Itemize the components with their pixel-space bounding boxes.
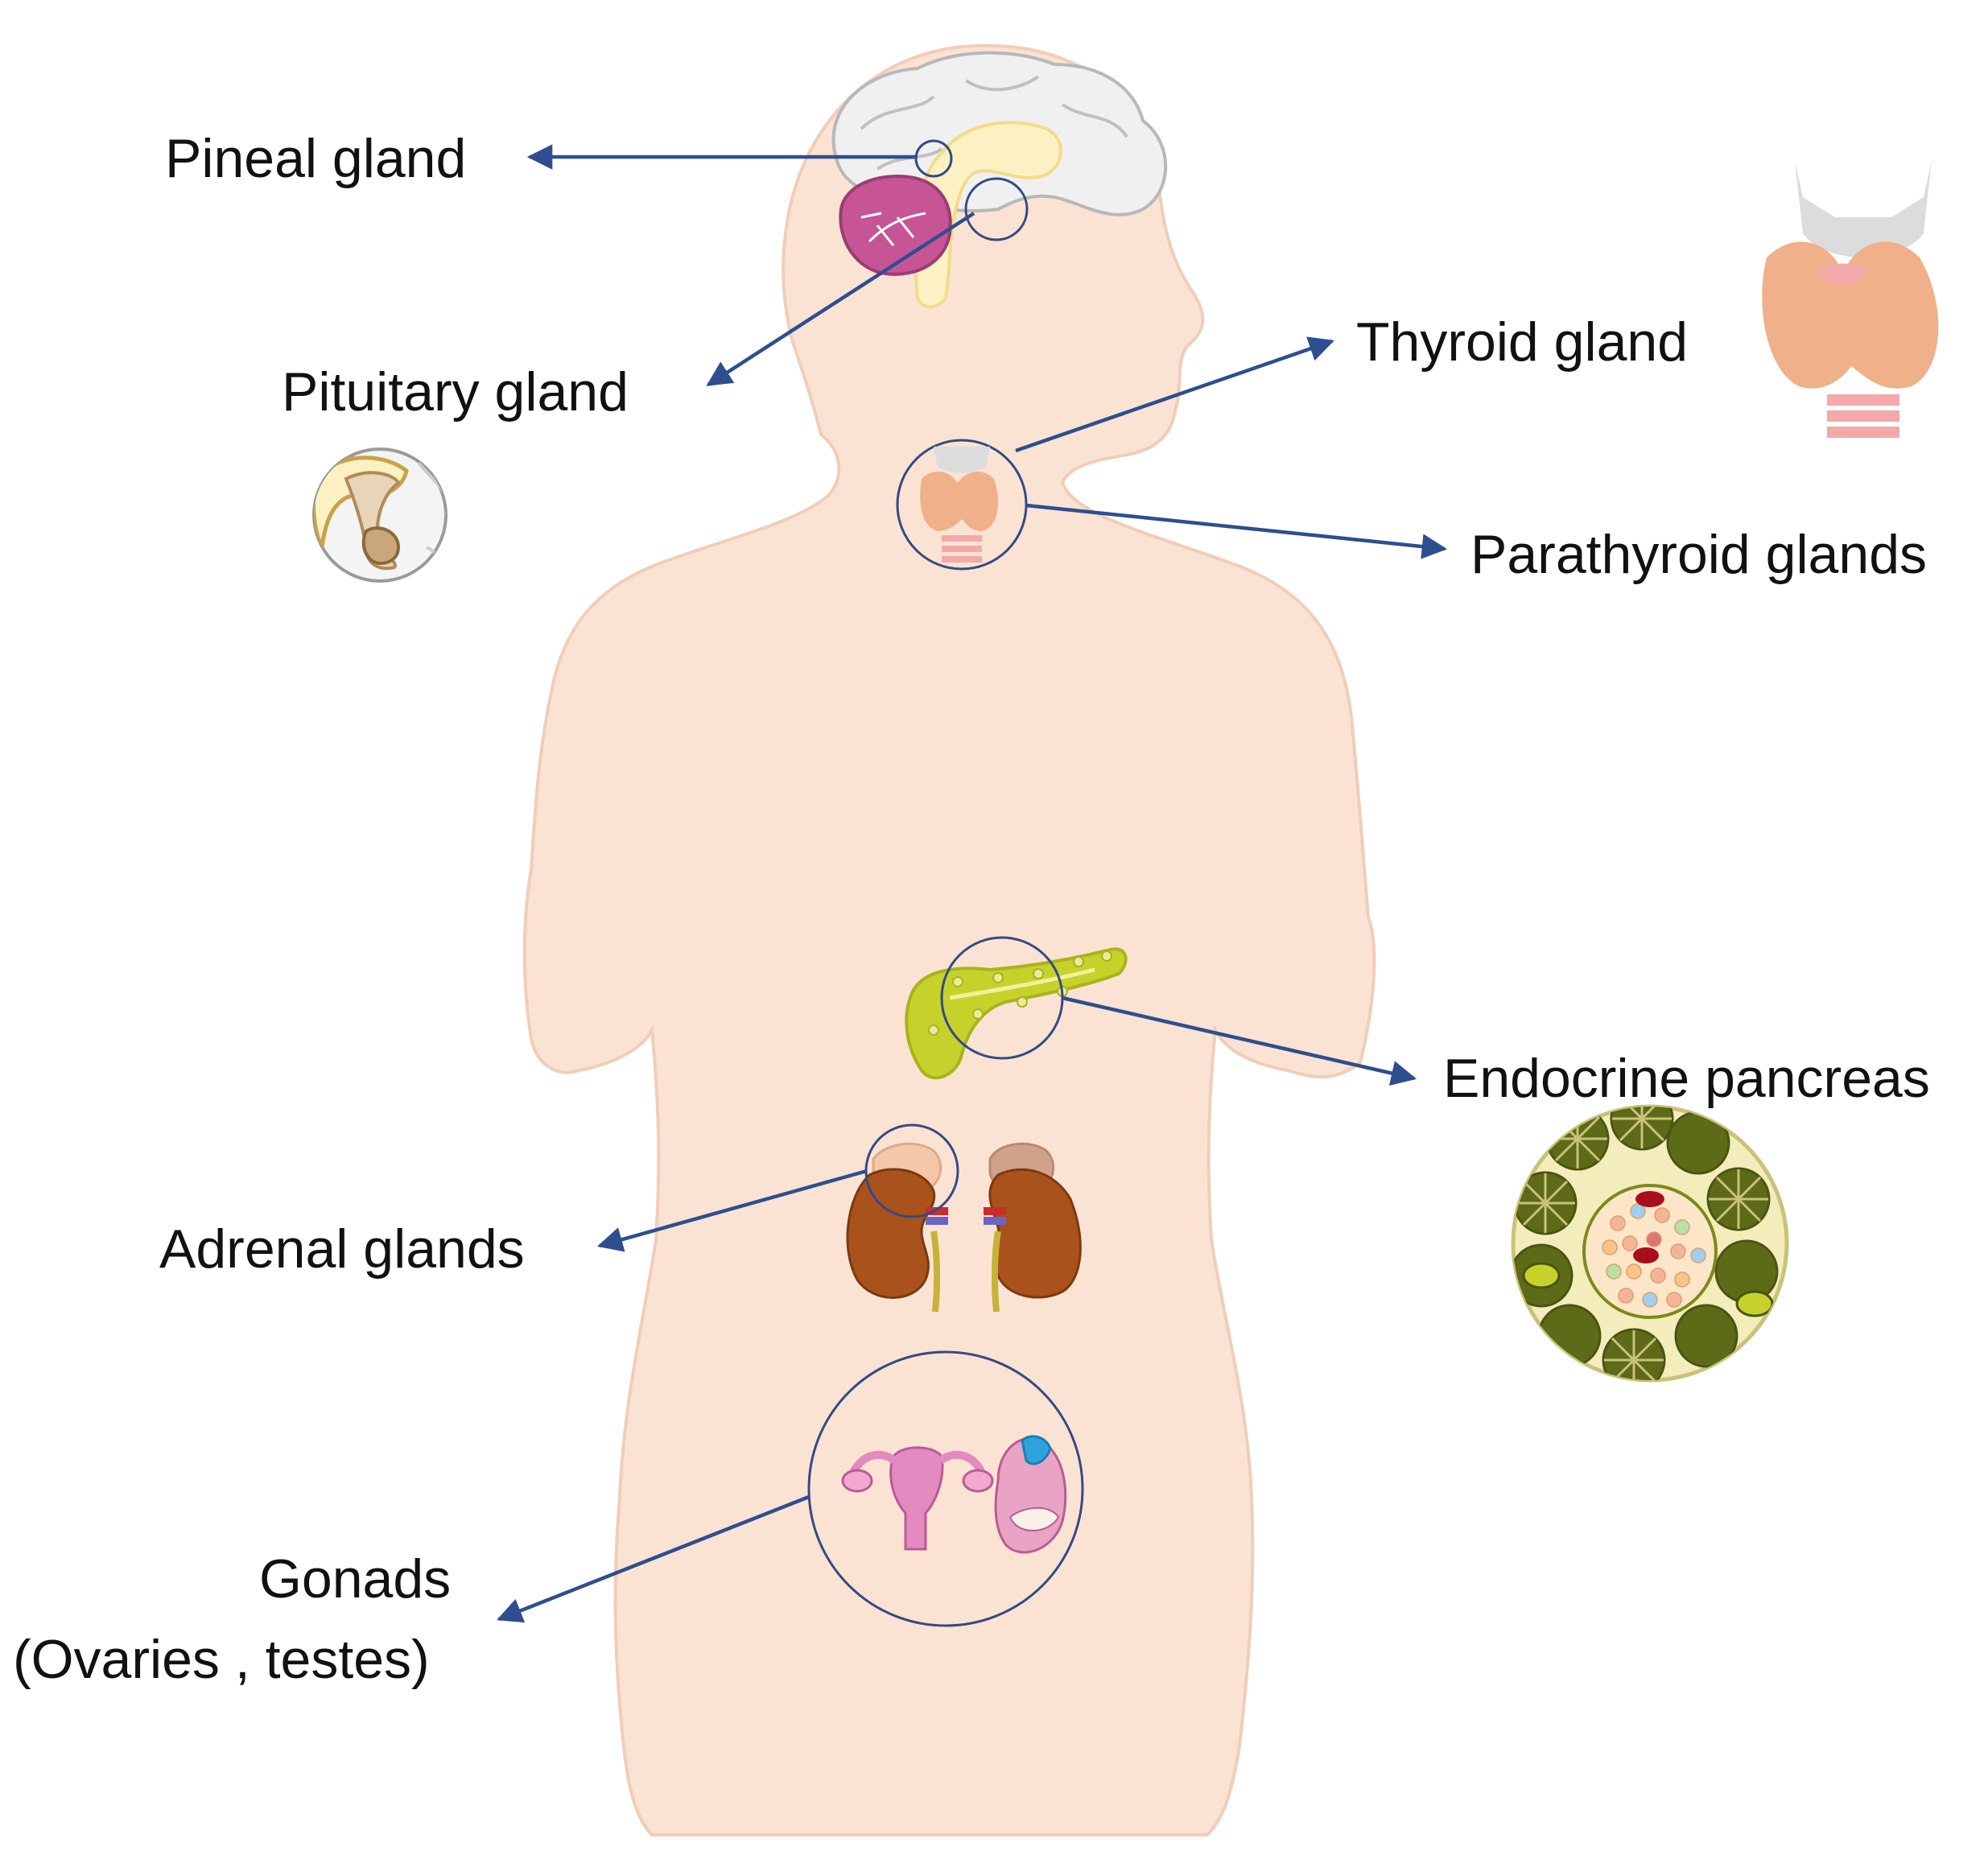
- pineal-gland-label: Pineal gland: [165, 128, 466, 189]
- left-kidney-shape: [846, 1168, 936, 1299]
- cerebellum-branches: [860, 212, 926, 246]
- arrows: [497, 144, 1448, 1623]
- islet-detail-illustration: [1511, 1104, 1789, 1383]
- pancreas-illustration: [905, 936, 1128, 1080]
- thyroid-arrow: [1015, 336, 1334, 453]
- gonads-arrow: [497, 1494, 810, 1623]
- gonads-sublabel: (Ovaries , testes): [13, 1629, 430, 1690]
- thyroid-circle[interactable]: [896, 439, 1028, 571]
- kidneys-illustration: [846, 1123, 1082, 1313]
- gonads-illustration: [807, 1350, 1084, 1627]
- pituitary-gland-circle[interactable]: [964, 177, 1029, 241]
- right-kidney-shape: [988, 1168, 1082, 1299]
- brain-folds: [860, 75, 1128, 171]
- uterus-shape: [889, 1446, 944, 1551]
- gonads-label: Gonads: [259, 1548, 451, 1610]
- endocrine-pancreas-label: Endocrine pancreas: [1443, 1048, 1930, 1109]
- parathyroid-glands-label: Parathyroid glands: [1470, 524, 1927, 585]
- pituitary-arrow: [706, 212, 975, 386]
- pituitary-gland-label: Pituitary gland: [282, 361, 629, 422]
- thyroid-detail-illustration: [1762, 161, 1939, 438]
- thyroid-neck-illustration: [896, 439, 1028, 571]
- adrenal-glands-label: Adrenal glands: [159, 1218, 525, 1280]
- pituitary-detail-inset: [312, 447, 448, 583]
- brain-illustration: [831, 51, 1168, 309]
- adrenal-arrow: [596, 1169, 868, 1252]
- body-silhouette: [522, 43, 1376, 1836]
- parathyroid-arrow: [1025, 503, 1448, 559]
- cerebellum-shape: [839, 175, 952, 276]
- thyroid-gland-label: Thyroid gland: [1356, 311, 1688, 373]
- gonads-circle[interactable]: [807, 1350, 1084, 1627]
- pancreas-arrow: [1062, 995, 1417, 1086]
